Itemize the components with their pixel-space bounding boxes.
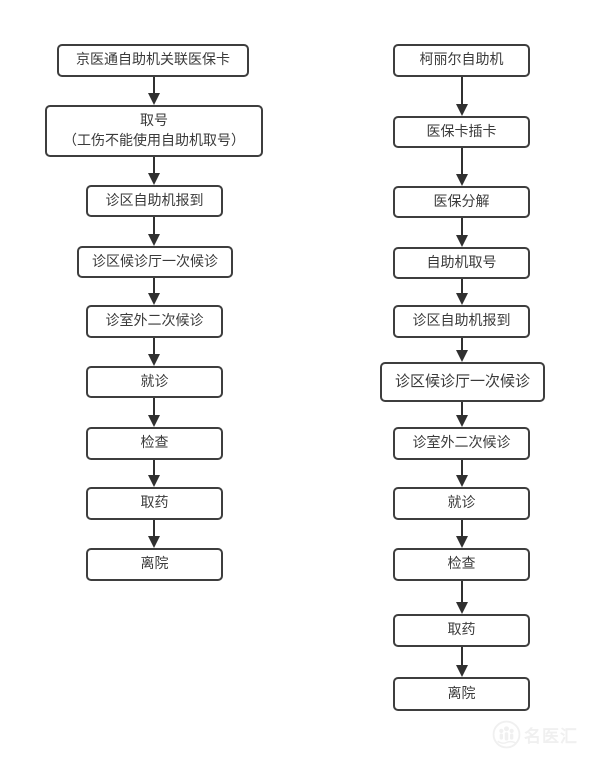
flow-arrow-down-icon bbox=[456, 77, 468, 116]
right-flow-step-box: 诊区候诊厅一次候诊 bbox=[380, 362, 545, 402]
left-flow-step-box: 诊区自助机报到 bbox=[86, 185, 223, 217]
watermark-text: 名医汇 bbox=[524, 727, 578, 747]
flow-arrow-down-icon bbox=[456, 581, 468, 614]
right-flow-step-box: 离院 bbox=[393, 677, 530, 711]
right-flow-step-box: 柯丽尔自助机 bbox=[393, 44, 530, 77]
left-flow-step-box: 检查 bbox=[86, 427, 223, 460]
flow-arrow-down-icon bbox=[148, 398, 160, 427]
watermark-logo-icon bbox=[492, 720, 521, 749]
flow-arrow-down-icon bbox=[456, 460, 468, 487]
flow-arrow-down-icon bbox=[456, 279, 468, 305]
flow-arrow-down-icon bbox=[456, 148, 468, 186]
left-flow-step-box: 京医通自助机关联医保卡 bbox=[57, 44, 249, 77]
flow-arrow-down-icon bbox=[148, 77, 160, 105]
flow-arrow-down-icon bbox=[456, 402, 468, 427]
flow-arrow-down-icon bbox=[456, 647, 468, 677]
left-flow-step-box: 取号 （工伤不能使用自助机取号） bbox=[45, 105, 263, 157]
left-flow-step-box: 诊区候诊厅一次候诊 bbox=[77, 246, 233, 278]
flow-arrow-down-icon bbox=[456, 338, 468, 362]
flow-arrow-down-icon bbox=[456, 520, 468, 548]
flow-arrow-down-icon bbox=[148, 338, 160, 366]
flow-arrow-down-icon bbox=[148, 217, 160, 246]
flow-arrow-down-icon bbox=[148, 520, 160, 548]
right-flow-step-box: 诊区自助机报到 bbox=[393, 305, 530, 338]
right-flow-step-box: 检查 bbox=[393, 548, 530, 581]
right-flow-step-box: 诊室外二次候诊 bbox=[393, 427, 530, 460]
right-flow-step-box: 医保分解 bbox=[393, 186, 530, 218]
flow-arrow-down-icon bbox=[148, 278, 160, 305]
right-flow-step-box: 就诊 bbox=[393, 487, 530, 520]
flow-arrow-down-icon bbox=[148, 460, 160, 487]
left-flow-step-box: 取药 bbox=[86, 487, 223, 520]
watermark: 名医汇 bbox=[492, 720, 578, 749]
flow-arrow-down-icon bbox=[456, 218, 468, 247]
left-flow-step-box: 就诊 bbox=[86, 366, 223, 398]
right-flow-step-box: 自助机取号 bbox=[393, 247, 530, 279]
left-flow-step-box: 离院 bbox=[86, 548, 223, 581]
right-flow-step-box: 医保卡插卡 bbox=[393, 116, 530, 148]
flow-arrow-down-icon bbox=[148, 157, 160, 185]
right-flow-step-box: 取药 bbox=[393, 614, 530, 647]
left-flow-step-box: 诊室外二次候诊 bbox=[86, 305, 223, 338]
